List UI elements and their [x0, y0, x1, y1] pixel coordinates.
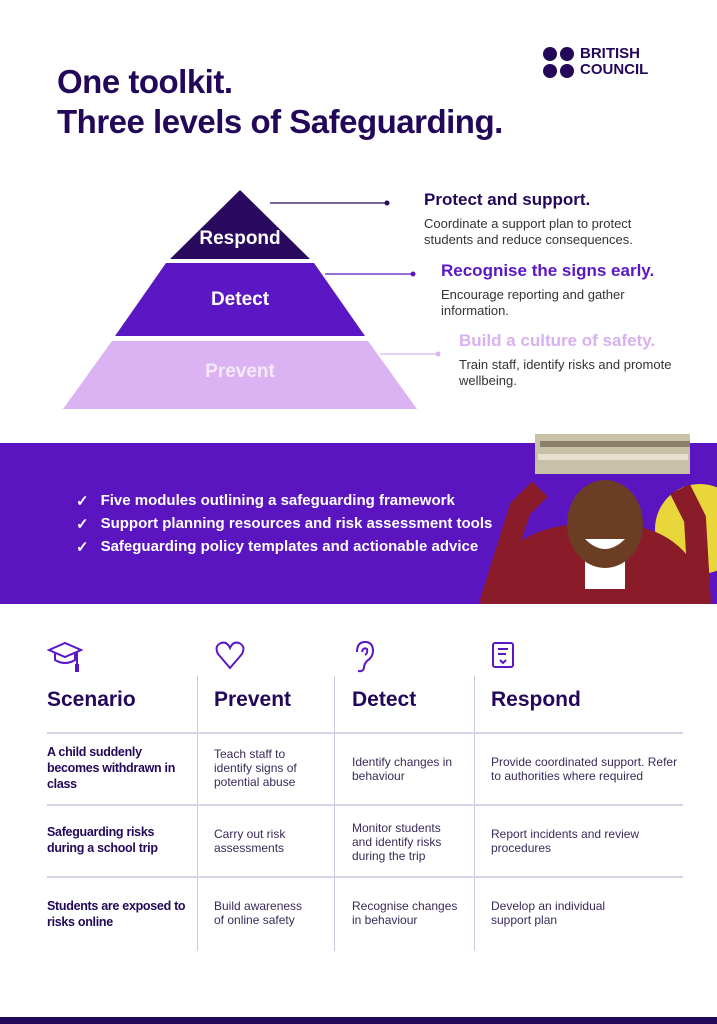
respond-cell: Develop an individual support plan: [491, 899, 606, 927]
prevent-cell: Carry out risk assessments: [214, 827, 286, 855]
title-line-2: Three levels of Safeguarding.: [57, 103, 503, 140]
footer-bar: [0, 1017, 717, 1024]
logo-line-1: BRITISH: [580, 45, 640, 62]
feature-text: Five modules outlining a safeguarding fr…: [100, 492, 455, 509]
scenario-cell: Safeguarding risks during a school trip: [47, 825, 158, 855]
feature-text: Support planning resources and risk asse…: [100, 515, 493, 532]
clipboard-icon: [492, 642, 514, 668]
pyramid-diagram: [63, 190, 441, 409]
level-prevent-desc: Build a culture of safety. Train staff, …: [459, 331, 679, 389]
feature-item: ✓ Support planning resources and risk ass…: [76, 512, 492, 535]
heart-icon: [215, 641, 245, 670]
scenario-cell: A child suddenly becomes withdrawn in cl…: [47, 745, 176, 791]
prevent-cell: Build awareness of online safety: [214, 899, 303, 927]
level-respond-desc: Protect and support. Coordinate a suppor…: [424, 190, 684, 248]
respond-cell: Provide coordinated support. Refer to au…: [491, 755, 678, 783]
level-heading: Recognise the signs early.: [441, 261, 655, 280]
pyramid-prevent: [63, 341, 417, 409]
logo-line-2: COUNCIL: [580, 61, 649, 78]
checkmark-icon: ✓: [76, 538, 89, 556]
pyramid-detect: [115, 263, 365, 336]
level-detect-desc: Recognise the signs early. Encourage rep…: [441, 261, 681, 319]
student-photo: [479, 434, 717, 604]
title-line-1: One toolkit.: [57, 63, 233, 100]
header-detect: Detect: [352, 688, 417, 711]
detect-cell: Recognise changes in behaviour: [352, 899, 458, 927]
level-text: Coordinate a support plan to protect stu…: [424, 216, 633, 247]
level-heading: Build a culture of safety.: [459, 331, 656, 350]
feature-item: ✓ Five modules outlining a safeguarding f…: [76, 489, 492, 512]
logo-dots-icon: [543, 46, 574, 78]
level-heading: Protect and support.: [424, 190, 591, 209]
pyramid-label-prevent: Prevent: [205, 361, 275, 382]
page-title: One toolkit. Three levels of Safeguardin…: [57, 62, 503, 142]
level-text: Train staff, identify risks and promote …: [459, 357, 672, 388]
header-scenario: Scenario: [47, 688, 136, 711]
features-banner: ✓ Five modules outlining a safeguarding f…: [0, 434, 717, 604]
ear-icon: [356, 640, 375, 673]
graduation-cap-icon: [47, 641, 83, 672]
header-prevent: Prevent: [214, 688, 292, 711]
checkmark-icon: ✓: [76, 515, 89, 533]
feature-item: ✓ Safeguarding policy templates and actio…: [76, 535, 492, 558]
feature-text: Safeguarding policy templates and action…: [100, 538, 479, 555]
pyramid-respond: [170, 190, 310, 259]
detect-cell: Monitor students and identify risks duri…: [352, 821, 442, 863]
checkmark-icon: ✓: [76, 492, 89, 510]
detect-cell: Identify changes in behaviour: [352, 755, 453, 783]
respond-cell: Report incidents and review procedures: [491, 827, 640, 855]
pyramid-label-respond: Respond: [199, 228, 281, 249]
prevent-cell: Teach staff to identify signs of potenti…: [214, 747, 297, 789]
header-respond: Respond: [491, 688, 581, 711]
scenario-cell: Students are exposed to risks online: [47, 899, 186, 929]
pyramid-label-detect: Detect: [210, 289, 270, 310]
level-text: Encourage reporting and gather informati…: [441, 287, 625, 318]
